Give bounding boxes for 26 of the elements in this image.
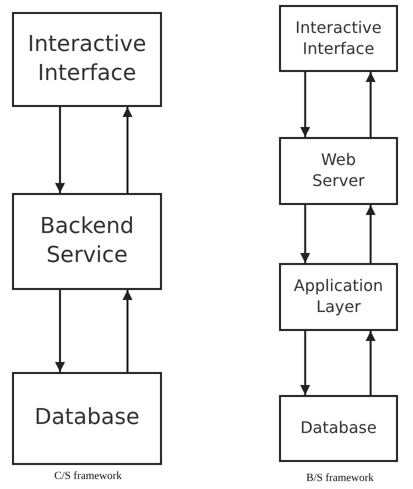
box-label: Backend Service <box>38 212 136 270</box>
arrow <box>55 290 65 372</box>
process-box <box>12 372 162 465</box>
box-label: Interactive Interface <box>294 18 383 60</box>
arrow <box>366 205 376 263</box>
process-box <box>279 395 398 462</box>
arrow <box>300 205 310 263</box>
caption: B/S framework <box>306 472 374 484</box>
caption: C/S framework <box>54 470 122 482</box>
arrow <box>55 107 65 193</box>
arrow <box>122 107 132 193</box>
arrow <box>366 72 376 137</box>
process-box <box>12 12 162 107</box>
process-box <box>279 263 398 331</box>
process-box <box>279 5 398 72</box>
process-box <box>12 193 162 290</box>
arrow <box>300 331 310 395</box>
arrow <box>300 72 310 137</box>
process-box <box>279 137 398 205</box>
box-label: Database <box>34 404 140 432</box>
box-label: Database <box>300 418 377 439</box>
arrow <box>366 331 376 395</box>
box-label: Application Layer <box>292 276 384 318</box>
box-label: Interactive Interface <box>27 30 147 88</box>
box-label: Web Server <box>311 150 366 192</box>
arrow <box>122 290 132 372</box>
